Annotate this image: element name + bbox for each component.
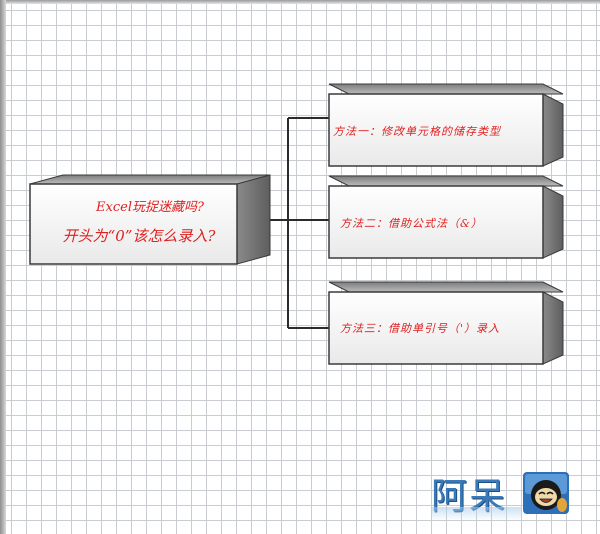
- cartoon-face-icon: [523, 472, 569, 514]
- watermark-logo: 阿呆: [431, 464, 575, 522]
- method-1-label: 方法一：修改单元格的储存类型: [333, 125, 501, 138]
- main-topic-line-1: Excel玩捉迷藏吗?: [96, 200, 204, 215]
- main-topic-line-2: 开头为“0”该怎么录入?: [62, 227, 216, 245]
- method-2-label: 方法二：借助公式法（&）: [340, 217, 483, 230]
- method-box-2[interactable]: [328, 175, 564, 259]
- method-3-label: 方法三：借助单引号（'）录入: [340, 322, 501, 335]
- main-topic-box[interactable]: [29, 174, 271, 265]
- method-box-3[interactable]: [328, 281, 564, 365]
- connector-lines: [270, 117, 329, 329]
- method-box-1[interactable]: [328, 83, 564, 167]
- logo-text: 阿呆: [431, 467, 522, 521]
